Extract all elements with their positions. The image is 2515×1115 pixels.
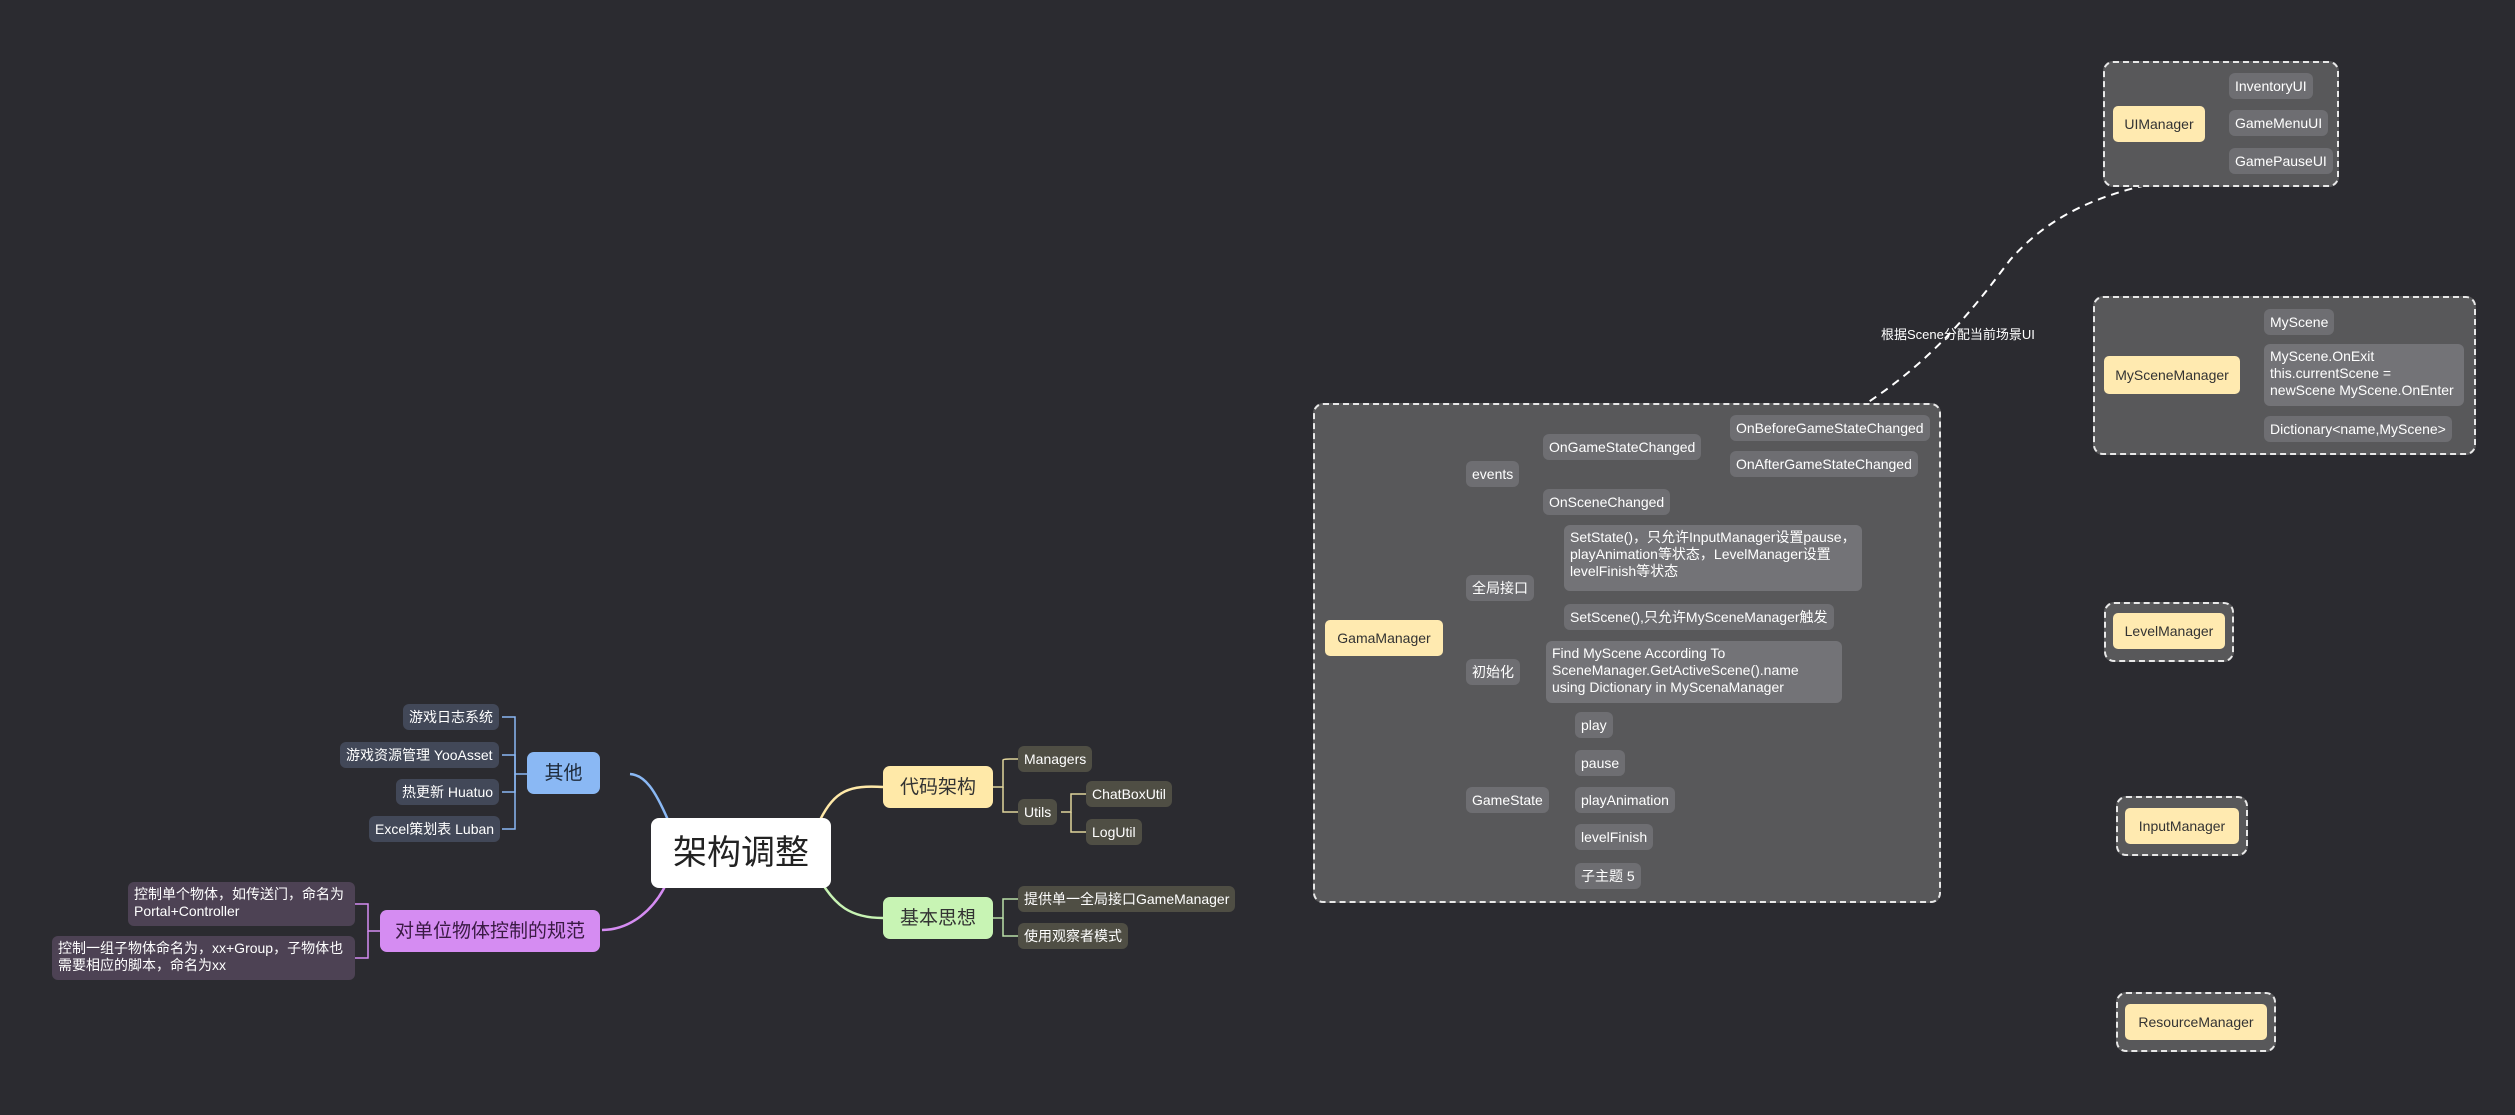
on-scene-changed-topic[interactable]: OnSceneChanged	[1543, 489, 1671, 515]
other-topic[interactable]: 其他	[527, 752, 600, 794]
scene-item-myscene[interactable]: MyScene	[2264, 309, 2335, 335]
on-after-game-state-changed-topic[interactable]: OnAfterGameStateChanged	[1730, 451, 1918, 477]
gamamanager-topic[interactable]: GamaManager	[1325, 620, 1443, 656]
init-description-topic[interactable]: Find MyScene According To SceneManager.G…	[1546, 641, 1842, 703]
observer-pattern-topic[interactable]: 使用观察者模式	[1018, 923, 1128, 949]
game-state-subtopic-5[interactable]: 子主题 5	[1575, 863, 1641, 889]
levelmanager-topic[interactable]: LevelManager	[2113, 613, 2225, 649]
unit-control-single-object[interactable]: 控制单个物体，如传送门，命名为Portal+Controller	[128, 882, 355, 926]
ui-item-game-menu[interactable]: GameMenuUI	[2229, 110, 2329, 136]
managers-topic[interactable]: Managers	[1018, 746, 1093, 772]
scene-item-on-exit-enter[interactable]: MyScene.OnExit this.currentScene = newSc…	[2264, 344, 2464, 406]
game-state-pause[interactable]: pause	[1575, 750, 1626, 776]
global-interface-topic[interactable]: 全局接口	[1466, 575, 1534, 601]
other-item-luban[interactable]: Excel策划表 Luban	[369, 816, 501, 842]
game-state-play[interactable]: play	[1575, 712, 1613, 738]
relation-label[interactable]: 根据Scene分配当前场景UI	[1881, 327, 2035, 342]
scene-item-dictionary[interactable]: Dictionary<name,MyScene>	[2264, 416, 2452, 442]
root-topic[interactable]: 架构调整	[651, 818, 831, 888]
chatboxutil-topic[interactable]: ChatBoxUtil	[1086, 781, 1172, 807]
unit-control-group-object[interactable]: 控制一组子物体命名为，xx+Group，子物体也需要相应的脚本，命名为xx	[52, 936, 355, 980]
inputmanager-topic[interactable]: InputManager	[2125, 808, 2239, 844]
myscenemanager-topic[interactable]: MySceneManager	[2104, 356, 2240, 394]
basic-idea-topic[interactable]: 基本思想	[883, 897, 993, 939]
on-before-game-state-changed-topic[interactable]: OnBeforeGameStateChanged	[1730, 415, 1930, 441]
game-state-play-animation[interactable]: playAnimation	[1575, 787, 1675, 813]
code-architecture-topic[interactable]: 代码架构	[883, 766, 993, 808]
resourcemanager-topic[interactable]: ResourceManager	[2125, 1004, 2267, 1040]
ui-item-game-pause[interactable]: GamePauseUI	[2229, 148, 2333, 174]
initialization-topic[interactable]: 初始化	[1466, 659, 1520, 685]
unit-control-spec-topic[interactable]: 对单位物体控制的规范	[380, 910, 600, 952]
events-topic[interactable]: events	[1466, 461, 1520, 487]
other-item-huatuo[interactable]: 热更新 Huatuo	[396, 779, 500, 805]
single-global-interface-topic[interactable]: 提供单一全局接口GameManager	[1018, 886, 1236, 912]
set-scene-topic[interactable]: SetScene(),只允许MySceneManager触发	[1564, 604, 1834, 630]
on-game-state-changed-topic[interactable]: OnGameStateChanged	[1543, 434, 1702, 460]
utils-topic[interactable]: Utils	[1018, 799, 1058, 825]
other-item-log-system[interactable]: 游戏日志系统	[403, 704, 499, 730]
logutil-topic[interactable]: LogUtil	[1086, 819, 1142, 845]
ui-item-inventory[interactable]: InventoryUI	[2229, 73, 2313, 99]
game-state-level-finish[interactable]: levelFinish	[1575, 824, 1654, 850]
game-state-topic[interactable]: GameState	[1466, 787, 1549, 813]
set-state-topic[interactable]: SetState()，只允许InputManager设置pause，playAn…	[1564, 525, 1862, 591]
uimanager-topic[interactable]: UIManager	[2113, 106, 2205, 142]
other-item-yooasset[interactable]: 游戏资源管理 YooAsset	[340, 742, 499, 768]
